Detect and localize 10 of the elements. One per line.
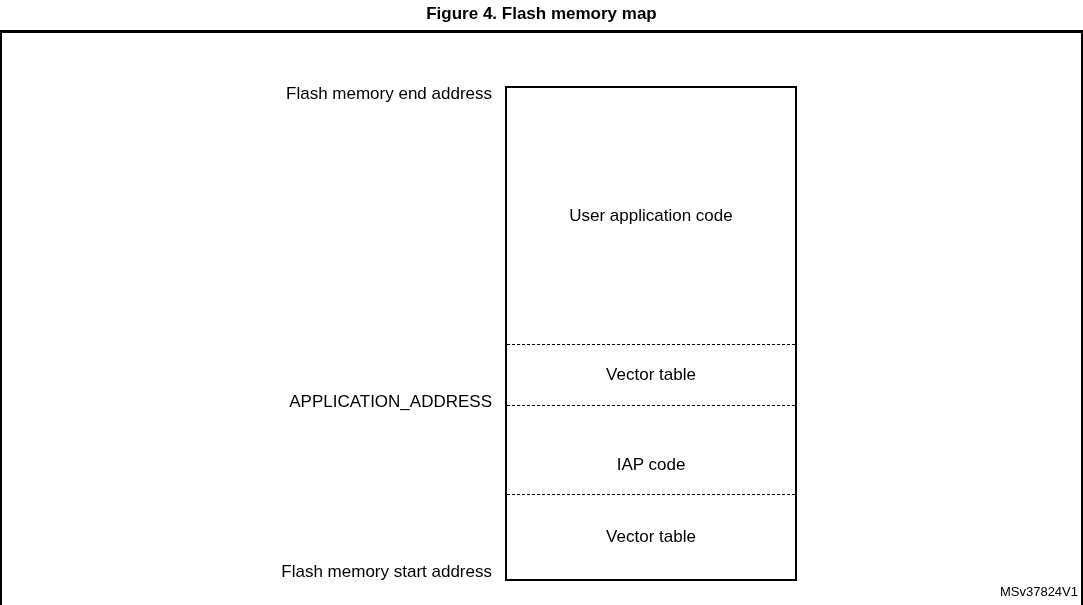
region-label: IAP code (616, 455, 686, 475)
address-label: APPLICATION_ADDRESS (289, 392, 492, 412)
region-label: Vector table (606, 365, 696, 385)
region-label: Vector table (606, 527, 696, 547)
address-label: Flash memory start address (281, 562, 492, 582)
address-label: Flash memory end address (286, 84, 492, 104)
memory-block (505, 86, 797, 581)
figure-id: MSv37824V1 (999, 584, 1078, 599)
region-label: User application code (569, 206, 733, 226)
figure-title: Figure 4. Flash memory map (425, 4, 658, 24)
